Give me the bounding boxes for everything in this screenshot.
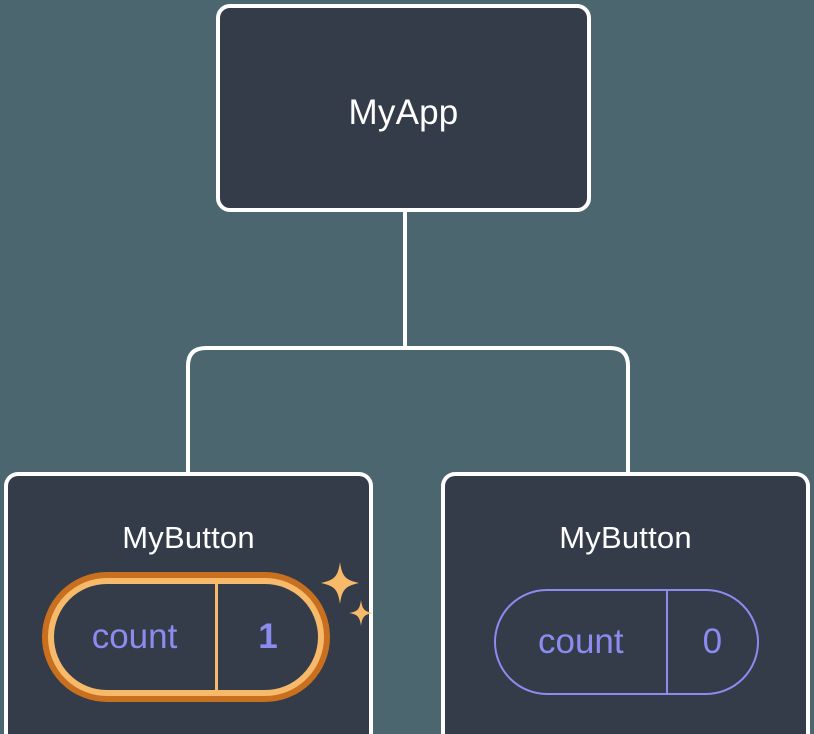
node-mybutton-right-title: MyButton <box>559 520 692 555</box>
node-mybutton-right[interactable]: MyButton <box>441 472 810 734</box>
state-pill-right-value: 0 <box>665 591 757 693</box>
state-pill-left-value: 1 <box>215 584 318 690</box>
node-myapp[interactable]: MyApp <box>216 4 591 212</box>
state-pill-right[interactable]: count 0 <box>494 589 759 695</box>
state-pill-right-key: count <box>538 622 624 661</box>
connector-branch-bar <box>186 346 630 472</box>
node-myapp-title: MyApp <box>348 93 459 132</box>
state-pill-left-key: count <box>91 617 178 656</box>
state-pill-left-highlighted[interactable]: count 1 <box>42 572 330 702</box>
node-mybutton-left-title: MyButton <box>122 520 255 555</box>
state-pill-left-inner: count 1 <box>54 584 318 690</box>
